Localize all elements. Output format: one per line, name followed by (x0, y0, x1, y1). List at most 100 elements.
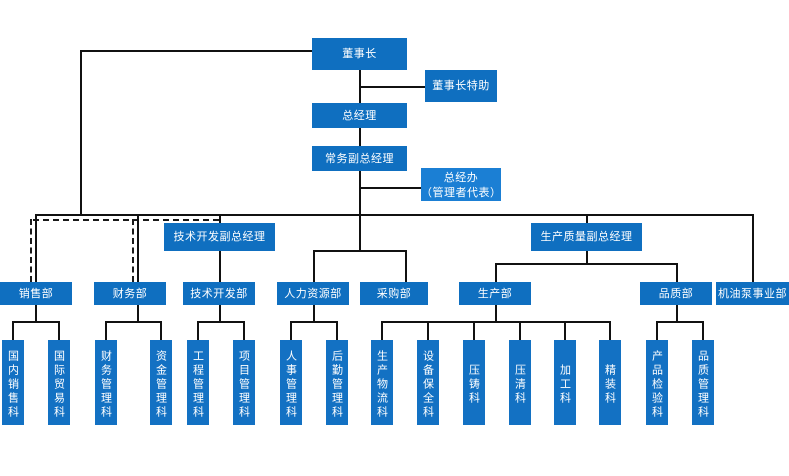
line-main-spine (218, 214, 753, 216)
section-label: 国际贸易科 (52, 349, 66, 420)
section-label: 加工科 (558, 363, 572, 406)
line-sales-bar (12, 321, 59, 323)
node-section-fine-assembly[interactable]: 精装科 (599, 340, 621, 425)
line-hr-child-2 (336, 321, 338, 341)
node-prod-quality-deputy-gm[interactable]: 生产质量副总经理 (531, 223, 642, 251)
line-quality-bar (656, 321, 703, 323)
section-label: 压清科 (513, 363, 527, 406)
line-prodquality-deputy-down (586, 251, 588, 263)
node-chairman-assistant[interactable]: 董事长特助 (425, 70, 497, 102)
line-to-sales-dashed (30, 219, 32, 282)
node-dept-hr[interactable]: 人力资源部 (277, 282, 349, 305)
node-dept-finance[interactable]: 财务部 (94, 282, 166, 305)
line-to-hr (313, 250, 315, 282)
node-section-prod-logistics[interactable]: 生产物流科 (371, 340, 393, 425)
line-quality-down (676, 305, 678, 322)
node-section-project-mgmt[interactable]: 项目管理科 (233, 340, 255, 425)
line-exec-deputy-down-1 (359, 171, 361, 188)
line-sales-down (35, 305, 37, 322)
node-dept-oilpump[interactable]: 机油泵事业部 (716, 282, 789, 305)
line-chairman-branch-horizontal (35, 214, 218, 216)
line-to-finance-dashed (132, 219, 134, 282)
node-section-quality-mgmt[interactable]: 品质管理科 (692, 340, 714, 425)
node-section-domestic-sales[interactable]: 国内销售科 (2, 340, 24, 425)
line-to-production (495, 263, 497, 282)
line-spine-to-oilpump (752, 214, 754, 282)
line-chairman-left-vertical (80, 50, 82, 214)
line-hr-bar (290, 321, 337, 323)
line-sales-child-2 (58, 321, 60, 341)
node-general-manager[interactable]: 总经理 (312, 103, 407, 128)
node-section-pressure-clean[interactable]: 压清科 (509, 340, 531, 425)
line-production-child-1 (381, 321, 383, 341)
line-to-finance-solid (137, 214, 139, 282)
line-techdev-down (219, 305, 221, 322)
node-section-intl-trade[interactable]: 国际贸易科 (48, 340, 70, 425)
line-sales-child-1 (12, 321, 14, 341)
line-spine-to-prodquality-deputy (586, 214, 588, 223)
line-finance-child-2 (160, 321, 162, 341)
node-section-personnel-mgmt[interactable]: 人事管理科 (280, 340, 302, 425)
section-label: 国内销售科 (6, 349, 20, 420)
node-gm-office[interactable]: 总经办 （管理者代表） (421, 168, 501, 201)
section-label: 财务管理科 (99, 349, 113, 420)
line-finance-child-1 (105, 321, 107, 341)
line-production-quality-bar (495, 263, 677, 265)
line-to-sales-solid (35, 214, 37, 282)
node-section-logistics-mgmt[interactable]: 后勤管理科 (326, 340, 348, 425)
line-gm-to-exec-deputy (359, 128, 361, 146)
line-finance-down (137, 305, 139, 322)
node-section-product-inspect[interactable]: 产品检验科 (646, 340, 668, 425)
line-hr-down (313, 305, 315, 322)
node-section-die-casting[interactable]: 压铸科 (463, 340, 485, 425)
node-dept-techdev[interactable]: 技术开发部 (183, 282, 255, 305)
section-label: 产品检验科 (650, 349, 664, 420)
node-gm-office-line2: （管理者代表） (421, 185, 502, 199)
line-production-down (495, 305, 497, 322)
line-chairman-to-assistant (359, 86, 426, 88)
section-label: 项目管理科 (237, 349, 251, 420)
section-label: 设备保全科 (421, 349, 435, 420)
node-section-equipment-maint[interactable]: 设备保全科 (417, 340, 439, 425)
node-dept-purchasing[interactable]: 采购部 (360, 282, 428, 305)
line-techdev-bar (197, 321, 244, 323)
section-label: 压铸科 (467, 363, 481, 406)
line-hr-purchasing-bar (313, 250, 406, 252)
line-techdev-deputy-to-dept (219, 251, 221, 282)
line-production-child-6 (609, 321, 611, 341)
node-gm-office-line1: 总经办 (443, 170, 479, 184)
section-label: 工程管理科 (191, 349, 205, 420)
node-section-machining[interactable]: 加工科 (554, 340, 576, 425)
node-section-engineering-mgmt[interactable]: 工程管理科 (187, 340, 209, 425)
line-production-child-4 (519, 321, 521, 341)
node-dept-production[interactable]: 生产部 (459, 282, 531, 305)
section-label: 人事管理科 (284, 349, 298, 420)
line-quality-child-2 (702, 321, 704, 341)
line-production-bar (381, 321, 610, 323)
line-spine-center-down (359, 214, 361, 250)
line-finance-bar (105, 321, 161, 323)
line-spine-to-techdev-deputy (219, 214, 221, 223)
line-hr-child-1 (290, 321, 292, 341)
line-production-child-3 (473, 321, 475, 341)
line-production-child-2 (427, 321, 429, 341)
node-section-finance-mgmt[interactable]: 财务管理科 (95, 340, 117, 425)
line-to-purchasing (405, 250, 407, 282)
line-chairman-left-horizontal (81, 50, 312, 52)
line-dashed-spine (33, 219, 219, 221)
section-label: 资金管理科 (154, 349, 168, 420)
node-chairman[interactable]: 董事长 (312, 38, 407, 70)
node-tech-dev-deputy-gm[interactable]: 技术开发副总经理 (164, 223, 275, 251)
node-dept-quality[interactable]: 品质部 (640, 282, 712, 305)
section-label: 后勤管理科 (330, 349, 344, 420)
node-section-funds-mgmt[interactable]: 资金管理科 (150, 340, 172, 425)
line-quality-child-1 (656, 321, 658, 341)
line-exec-deputy-to-gm-office (359, 187, 422, 189)
node-dept-sales[interactable]: 销售部 (0, 282, 72, 305)
line-to-quality (676, 263, 678, 282)
line-chairman-down-1 (359, 70, 361, 87)
line-exec-deputy-down-2 (359, 187, 361, 215)
node-exec-deputy-gm[interactable]: 常务副总经理 (312, 146, 407, 171)
section-label: 精装科 (603, 363, 617, 406)
